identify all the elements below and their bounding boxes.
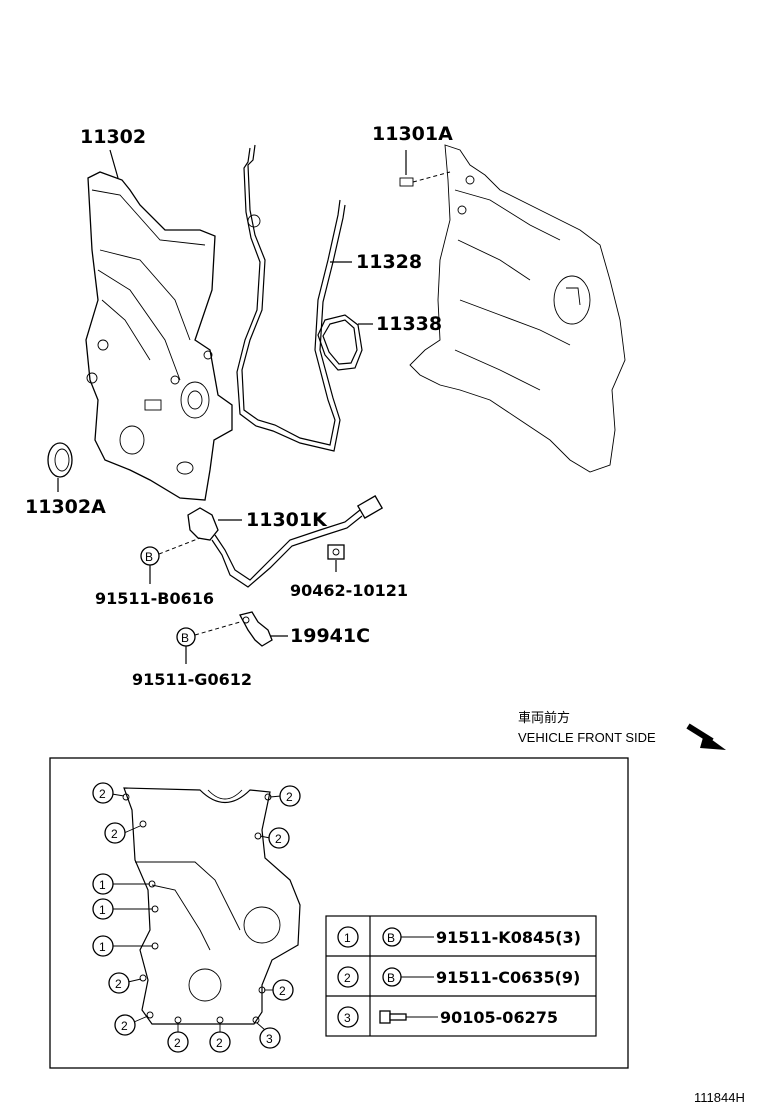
legend-row-1: 1 B 91511-K0845(3) (337, 926, 581, 948)
leader-b0616-dash (158, 537, 201, 555)
bolt-legend-table (325, 915, 597, 1037)
part-label-11301K: 11301K (246, 509, 328, 531)
legend-num-3: 3 (344, 1011, 351, 1025)
part-label-11338: 11338 (376, 313, 442, 335)
sensor-drawing (187, 495, 384, 588)
part-label-11302A: 11302A (25, 496, 106, 518)
svg-text:3: 3 (266, 1032, 273, 1046)
legend-marker-2: B (387, 971, 395, 985)
legend-part-3: 90105-06275 (440, 1008, 558, 1027)
part-label-91511-B0616: 91511-B0616 (95, 589, 214, 608)
bolt-layout-cover-drawing (122, 787, 301, 1025)
svg-text:2: 2 (99, 787, 106, 801)
svg-text:2: 2 (121, 1019, 128, 1033)
cover-gasket-drawing (236, 144, 346, 452)
arrow-down-right-icon (686, 723, 726, 750)
legend-part-1: 91511-K0845(3) (436, 928, 581, 947)
part-label-19941C: 19941C (290, 625, 370, 647)
svg-text:2: 2 (279, 984, 286, 998)
leader-11302 (109, 149, 119, 179)
legend-num-2: 2 (344, 971, 351, 985)
cylinder-block-drawing (399, 144, 626, 473)
leader-g0612-dash (194, 621, 241, 636)
o-ring-drawing (317, 314, 363, 371)
legend-marker-1: B (387, 931, 395, 945)
oil-seal-drawing (47, 442, 73, 478)
bolt-marker-text-2: B (181, 631, 189, 645)
legend-num-1: 1 (344, 931, 351, 945)
svg-text:2: 2 (216, 1036, 223, 1050)
illustration-code: 111844H (694, 1090, 745, 1105)
part-label-11302: 11302 (80, 126, 146, 148)
bolt-callouts: 2 2 2 2 1 1 1 2 2 2 2 2 3 (92, 782, 301, 1053)
svg-text:2: 2 (115, 977, 122, 991)
svg-text:2: 2 (286, 790, 293, 804)
svg-text:2: 2 (174, 1036, 181, 1050)
bracket-drawing (239, 611, 273, 647)
timing-cover-drawing (85, 171, 233, 501)
svg-text:2: 2 (111, 827, 118, 841)
svg-text:1: 1 (99, 940, 106, 954)
svg-text:1: 1 (99, 903, 106, 917)
bolt-marker-text: B (145, 550, 153, 564)
svg-text:1: 1 (99, 878, 106, 892)
part-label-11301A: 11301A (372, 123, 453, 145)
part-label-11328: 11328 (356, 251, 422, 273)
legend-part-2: 91511-C0635(9) (436, 968, 580, 987)
legend-row-2: 2 B 91511-C0635(9) (337, 966, 580, 988)
front-side-label-en: VEHICLE FRONT SIDE (518, 730, 656, 745)
part-label-91511-G0612: 91511-G0612 (132, 670, 252, 689)
svg-text:2: 2 (275, 832, 282, 846)
front-side-label-jp: 車両前方 (518, 710, 570, 725)
leader-11301A-dash (412, 171, 451, 183)
part-label-90462-10121: 90462-10121 (290, 581, 408, 600)
legend-row-3: 3 90105-06275 (337, 1006, 558, 1028)
